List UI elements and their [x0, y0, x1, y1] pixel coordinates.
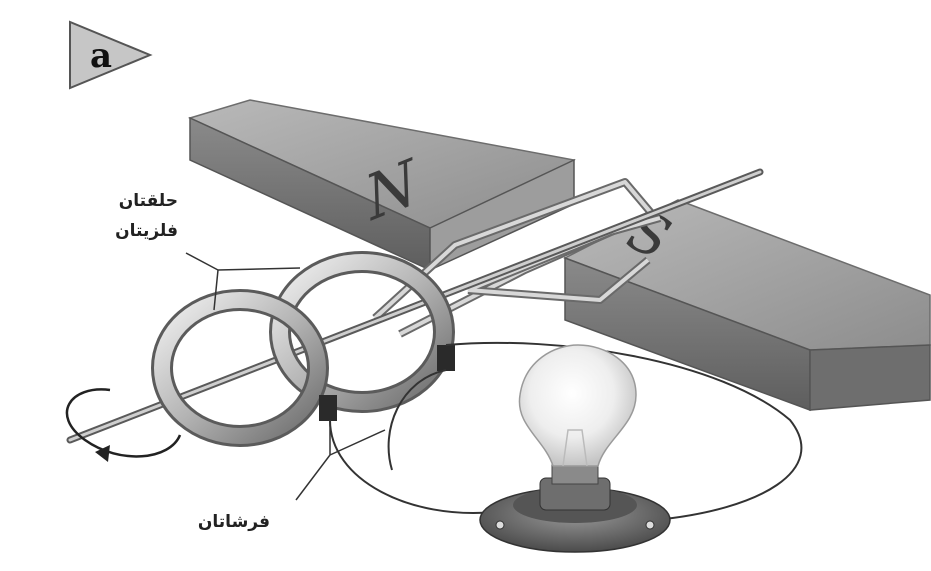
brush-front [319, 395, 337, 421]
wire-front-brush [330, 420, 495, 513]
brushes-leader [296, 420, 385, 500]
light-bulb-icon [480, 345, 670, 552]
north-magnet: N [190, 100, 574, 270]
brush-back [437, 345, 455, 371]
panel-marker: a [70, 22, 150, 88]
slip-rings-label: حلقتان فلزيتان [60, 186, 178, 246]
brushes-label: فرشاتان [128, 512, 270, 532]
bulb-glass [519, 345, 636, 466]
south-magnet-right-front [810, 345, 930, 410]
slip-rings-label-line2: فلزيتان [60, 216, 178, 246]
slip-rings-label-line1: حلقتان [60, 186, 178, 216]
panel-marker-label: a [90, 36, 112, 76]
